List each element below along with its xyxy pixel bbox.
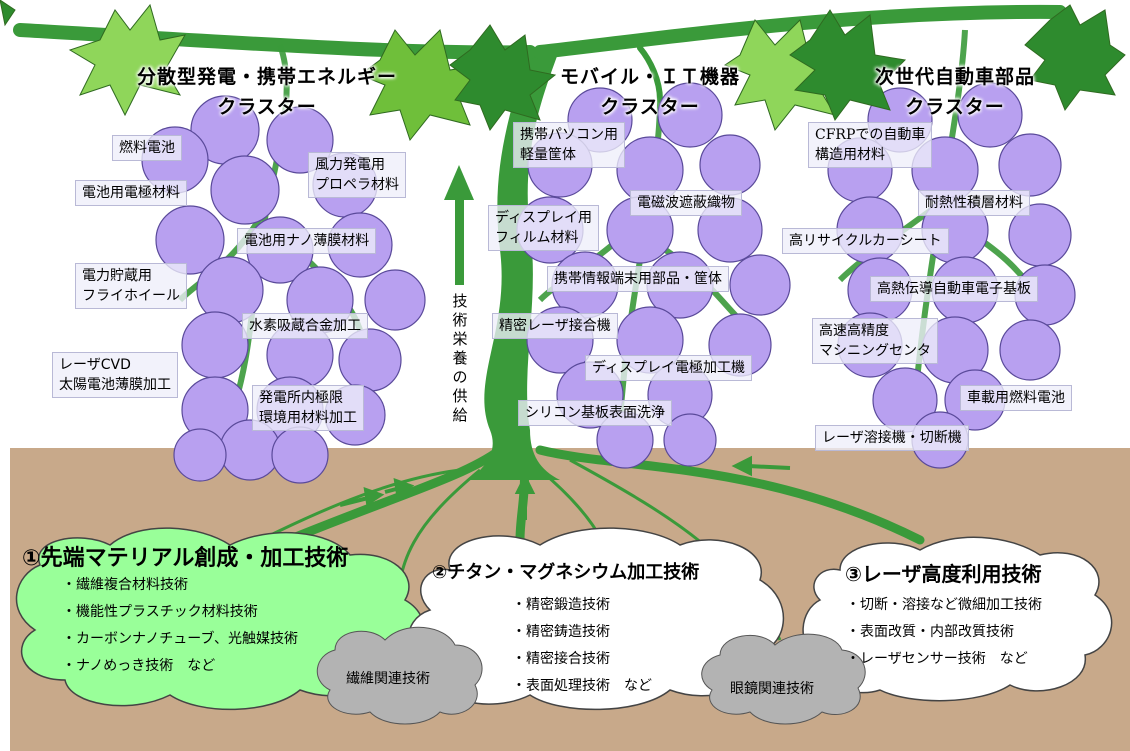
cluster-3-item: 耐熱性積層材料 <box>918 190 1030 216</box>
cluster-1-item: 電力貯蔵用 フライホイール <box>75 263 187 309</box>
cluster-3-item: 高速高精度 マシニングセンタ <box>812 318 938 364</box>
cluster-1-item: 風力発電用 プロペラ材料 <box>308 152 406 198</box>
root-2-bullet: ・精密鋳造技術 <box>512 624 610 640</box>
root-3-bullet: ・表面改質・内部改質技術 <box>846 624 1014 640</box>
root-2-bullets: ・精密鍛造技術 ・精密鋳造技術 ・精密接合技術 ・表面処理技術 など <box>512 592 652 700</box>
root-arrows <box>339 455 791 520</box>
leaf-2 <box>358 29 481 142</box>
trunk-label: 技術栄養の供給 <box>452 292 468 424</box>
cluster-1-item: 燃料電池 <box>112 135 182 161</box>
cluster-2-item: ディスプレイ用 フィルム材料 <box>488 205 600 251</box>
leaf-6 <box>1024 4 1126 112</box>
side-cloud-2-shape <box>701 633 866 725</box>
leaf-group <box>0 0 1126 142</box>
root-3-bullets: ・切断・溶接など微細加工技術 ・表面改質・内部改質技術 ・レーザセンサー技術 な… <box>846 592 1042 673</box>
side-cloud-1-shape <box>316 626 483 725</box>
cluster-2-item: 携帯パソコン用 軽量筐体 <box>513 122 625 168</box>
cluster-1-item: 電池用ナノ薄膜材料 <box>237 228 377 254</box>
cluster-3-item: 車載用燃料電池 <box>960 385 1072 411</box>
root-1-bullets: ・繊維複合材料技術 ・機能性プラスチック材料技術 ・カーボンナノチューブ、光触媒… <box>62 572 298 680</box>
cluster-2-item: 携帯情報端末用部品・筐体 <box>547 266 729 292</box>
cluster-1-title-line1: 分散型発電・携帯エネルギー <box>136 66 397 88</box>
cluster-3-title: 次世代自動車部品 クラスター <box>840 62 1070 122</box>
cluster-2-title-line2: クラスター <box>600 96 700 118</box>
leaf-1 <box>68 3 186 117</box>
cluster-2-item: シリコン基板表面洗浄 <box>518 400 672 426</box>
cluster-1-title: 分散型発電・携帯エネルギー クラスター <box>82 62 452 122</box>
root-3-bullet: ・切断・溶接など微細加工技術 <box>846 597 1042 613</box>
side-cloud-1-label: 繊維関連技術 <box>346 671 430 687</box>
cluster-2-item: ディスプレイ電極加工機 <box>585 355 753 381</box>
cluster-1-title-line2: クラスター <box>217 96 317 118</box>
cluster-3-item: CFRPでの自動車 構造用材料 <box>808 122 933 168</box>
root-2-bullet: ・精密接合技術 <box>512 651 610 667</box>
root-2-bullet: ・精密鍛造技術 <box>512 597 610 613</box>
root-3-bullet: ・レーザセンサー技術 など <box>846 651 1028 667</box>
cluster-3-item: レーザ溶接機・切断機 <box>815 425 969 451</box>
cluster-1-item: 電池用電極材料 <box>75 180 187 206</box>
root-3-title: ③レーザ高度利用技術 <box>845 562 1042 586</box>
cluster-1-item: 水素吸蔵合金加工 <box>242 313 368 339</box>
cluster-3-item: 高熱伝導自動車電子基板 <box>870 276 1038 302</box>
cluster-1-item: レーザCVD 太陽電池薄膜加工 <box>52 352 178 398</box>
side-cloud-2-label: 眼鏡関連技術 <box>730 681 814 697</box>
cluster-2-title-line1: モバイル・ＩＴ機器 <box>559 66 740 88</box>
root-1-bullet: ・ナノめっき技術 など <box>62 658 216 674</box>
root-1-title: ①先端マテリアル創成・加工技術 <box>22 546 349 571</box>
vine-trunk <box>470 48 560 480</box>
cluster-2-item: 精密レーザ接合機 <box>492 313 618 339</box>
cluster-2-item: 電磁波遮蔽織物 <box>630 190 742 216</box>
cluster-3-title-line1: 次世代自動車部品 <box>874 66 1035 88</box>
root-1-bullet: ・カーボンナノチューブ、光触媒技術 <box>62 631 299 647</box>
cluster-3-item: 高リサイクルカーシート <box>782 228 949 254</box>
cluster-2-title: モバイル・ＩＴ機器 クラスター <box>530 62 770 122</box>
cluster-3-title-line2: クラスター <box>905 96 1005 118</box>
leaf-5 <box>789 9 907 122</box>
supply-arrow <box>444 165 474 285</box>
root-1-bullet: ・機能性プラスチック材料技術 <box>62 604 258 620</box>
root-2-title: ②チタン・マグネシウム加工技術 <box>432 562 700 583</box>
root-1-bullet: ・繊維複合材料技術 <box>62 577 188 593</box>
leaf-7 <box>0 0 16 27</box>
cluster-1-item: 発電所内極限 環境用材料加工 <box>252 385 364 431</box>
leaf-3 <box>449 24 557 132</box>
root-2-bullet: ・表面処理技術 など <box>512 678 652 694</box>
